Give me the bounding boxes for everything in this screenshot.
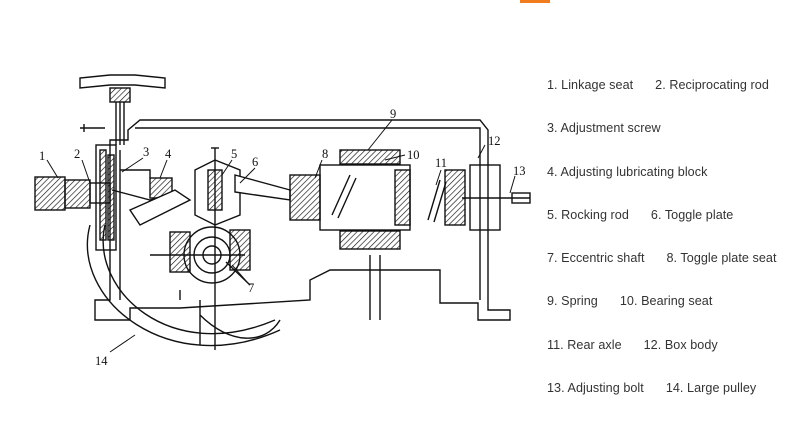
box-body <box>94 119 511 321</box>
linkage-seat <box>34 144 117 251</box>
legend-item-reciprocating-rod: 2. Reciprocating rod <box>655 78 769 92</box>
toggle-plate-left <box>128 189 192 226</box>
callout-2: 2 <box>74 147 80 161</box>
rear-axle <box>444 164 531 231</box>
legend-row: 4. Adjusting lubricating block <box>547 165 787 208</box>
legend-item-eccentric-shaft: 7. Eccentric shaft <box>547 251 645 266</box>
legend-item-adjusting-bolt: 13. Adjusting bolt <box>547 381 644 396</box>
callout-labels: 1 2 3 4 5 6 7 8 9 10 11 12 13 14 <box>39 107 526 368</box>
handwheel <box>79 74 166 145</box>
legend-item-rear-axle: 11. Rear axle <box>547 337 622 352</box>
legend-row: 9. Spring 10. Bearing seat <box>547 294 787 337</box>
toggle-plate <box>234 174 291 201</box>
legend-row: 5. Rocking rod 6. Toggle plate <box>547 208 787 251</box>
callout-11: 11 <box>435 156 447 170</box>
legend-row: 11. Rear axle 12. Box body <box>547 338 787 381</box>
machine-cross-section-diagram: 1 2 3 4 5 6 7 8 9 10 11 12 13 14 <box>34 74 531 368</box>
legend-row: 1. Linkage seat 2. Reciprocating rod <box>547 78 787 121</box>
callout-5: 5 <box>231 147 237 161</box>
accent-bar <box>520 0 550 3</box>
toggle-plate-seat <box>289 149 411 250</box>
legend-row: 7. Eccentric shaft 8. Toggle plate seat <box>547 251 787 294</box>
legend-item-adjusting-lubricating-block: 4. Adjusting lubricating block <box>547 164 708 179</box>
lever <box>80 124 105 132</box>
legend-item-toggle-plate-seat: 8. Toggle plate seat <box>666 251 777 266</box>
legend-item-linkage-seat: 1. Linkage seat <box>547 78 634 92</box>
callout-8: 8 <box>322 147 328 161</box>
callout-4: 4 <box>165 147 172 161</box>
eccentric-shaft <box>150 226 251 286</box>
legend-item-toggle-plate: 6. Toggle plate <box>650 207 734 222</box>
parts-legend: 1. Linkage seat 2. Reciprocating rod 3. A… <box>547 78 787 424</box>
callout-1: 1 <box>39 149 45 163</box>
legend-item-box-body: 12. Box body <box>643 337 718 352</box>
spring <box>331 174 447 223</box>
legend-item-bearing-seat: 10. Bearing seat <box>619 294 713 309</box>
legend-item-large-pulley: 14. Large pulley <box>665 381 757 396</box>
legend-item-adjustment-screw: 3. Adjustment screw <box>547 121 661 136</box>
callout-7: 7 <box>248 281 254 295</box>
callout-12: 12 <box>488 134 501 148</box>
legend-item-rocking-rod: 5. Rocking rod <box>547 207 629 222</box>
legend-row: 13. Adjusting bolt 14. Large pulley <box>547 381 787 424</box>
callout-14: 14 <box>95 354 108 368</box>
large-pulley <box>86 224 281 347</box>
callout-9: 9 <box>390 107 396 121</box>
callout-3: 3 <box>143 145 149 159</box>
legend-item-spring: 9. Spring <box>547 294 598 309</box>
callout-6: 6 <box>252 155 258 169</box>
callout-10: 10 <box>407 148 420 162</box>
rocking-rod <box>194 147 241 350</box>
legend-row: 3. Adjustment screw <box>547 121 787 164</box>
callout-13: 13 <box>513 164 526 178</box>
